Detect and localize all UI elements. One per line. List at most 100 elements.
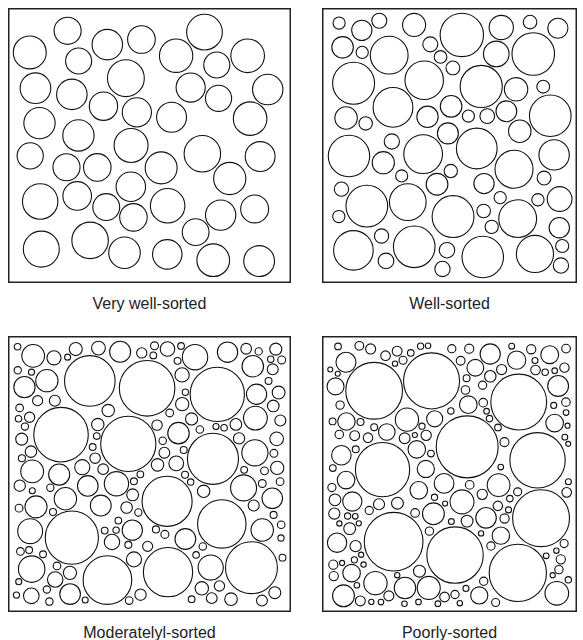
sorting-panel: Poorly-sorted [322,336,577,640]
grain-circle [14,343,21,350]
grain-circle [365,506,373,514]
grain-circle [562,344,571,353]
grain-circle [355,341,364,350]
grain-circle [327,533,346,552]
grain-circle [500,438,509,447]
grain-circle [329,571,338,580]
grain-circle [14,480,25,491]
grain-circle [329,508,340,519]
grain-circle [135,589,146,600]
grain-circle [101,527,108,534]
grain-circle [231,475,257,501]
grain-circle [410,481,428,499]
grain-circle [242,440,268,466]
grain-circle [549,218,569,238]
grain-circle [532,194,544,206]
grain-circle [328,367,333,372]
grain-circle [392,361,397,366]
grain-circle [269,587,281,599]
grain-circle [49,464,70,485]
grain-circle [493,501,503,511]
grain-circle [355,443,409,497]
grain-circle [90,453,100,463]
grain-circle [244,406,268,430]
grain-circle [356,521,361,526]
sorting-label: Poorly-sorted [322,624,577,640]
grain-circle [510,433,565,488]
grain-circle [18,519,43,544]
grain-circle [413,565,425,577]
grain-circle [28,369,34,375]
grain-circle [69,343,82,356]
grain-circle [267,400,279,412]
grain-circle [104,472,128,496]
grain-circle [65,354,71,360]
grain-circle [426,173,448,195]
grain-circle [476,508,497,529]
grain-circle [145,152,177,184]
grain-circle [66,48,92,74]
grain-circle [176,398,189,411]
grain-circle [241,343,252,354]
grain-circle [462,236,503,277]
grain-circle [371,424,378,431]
grain-circle [335,430,343,438]
grain-circle [13,592,19,598]
grain-circle [160,342,175,357]
grain-circle [21,423,28,430]
grain-circle [25,446,37,458]
grain-circle [440,592,450,602]
grain-circle [72,222,108,258]
grain-circle [489,544,546,601]
grain-circle [474,173,494,193]
grain-circle [359,552,364,557]
grain-circle [75,460,90,475]
grain-circle [498,464,504,470]
grain-circle [151,342,159,350]
grain-circle [529,95,571,137]
grain-circle [261,467,269,475]
sorting-label: Very well-sorted [8,295,291,313]
grain-circle [435,261,450,276]
grain-circle [24,412,34,422]
grain-circle [364,572,387,595]
grain-circle [33,396,43,406]
grain-circle [143,541,153,551]
grain-circle [233,102,267,136]
grain-circle [507,495,514,502]
grain-circle [15,416,22,423]
grain-circle [24,107,55,138]
grain-circle [126,552,141,567]
grain-circle [543,553,549,559]
grain-circle [332,445,352,465]
grain-circle [328,484,336,492]
grain-circle [489,15,513,39]
grain-circle [121,502,133,514]
grain-circle [161,530,169,538]
grain-circle [159,39,192,72]
grain-circle [562,488,572,498]
grain-circle [537,171,551,185]
grain-circle [399,356,407,364]
grain-circle [556,555,565,564]
grain-circle [225,542,277,594]
grain-circle [22,184,57,219]
grain-illustration [322,8,577,283]
grain-circle [159,447,170,458]
grain-circle [113,527,119,533]
grain-circle [199,543,206,550]
grain-circle [23,231,59,267]
grain-circle [467,359,484,376]
grain-circle [159,437,166,444]
grain-circle [394,577,415,598]
grain-circle [403,13,426,36]
grain-circle [329,465,336,472]
grain-circle [417,576,440,599]
grain-circle [512,33,555,76]
grain-circle [478,381,486,389]
grain-circle [440,13,483,56]
grain-circle [246,384,266,404]
grain-circle [49,395,60,406]
grain-circle [532,358,538,364]
grain-circle [563,410,569,416]
